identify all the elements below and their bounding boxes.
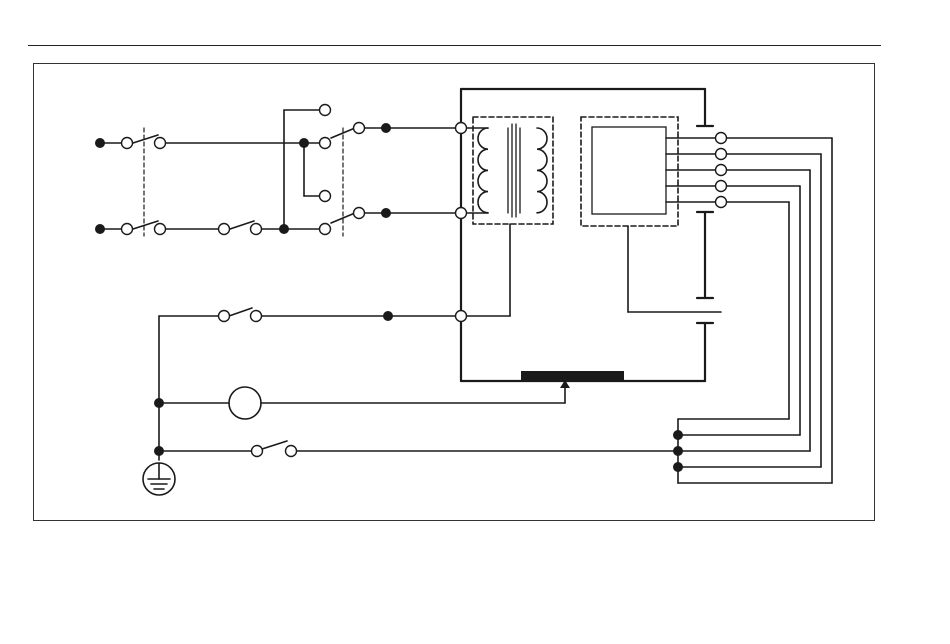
bottom-switch-line (159, 441, 678, 451)
meter-line (159, 388, 565, 403)
output-cable-bundle (678, 138, 832, 483)
heating-element (521, 371, 624, 381)
junction-nodes (95, 123, 683, 472)
control-box (581, 117, 678, 226)
selector-switch (284, 110, 456, 236)
output-leads (666, 138, 716, 202)
main-enclosure (461, 89, 705, 381)
lower-control-line (159, 308, 510, 460)
meter-circle (229, 387, 261, 419)
capacitor-mid (697, 212, 713, 298)
transformer (466, 117, 553, 316)
output-terminal-block (716, 133, 727, 208)
ground-symbol (143, 463, 175, 495)
